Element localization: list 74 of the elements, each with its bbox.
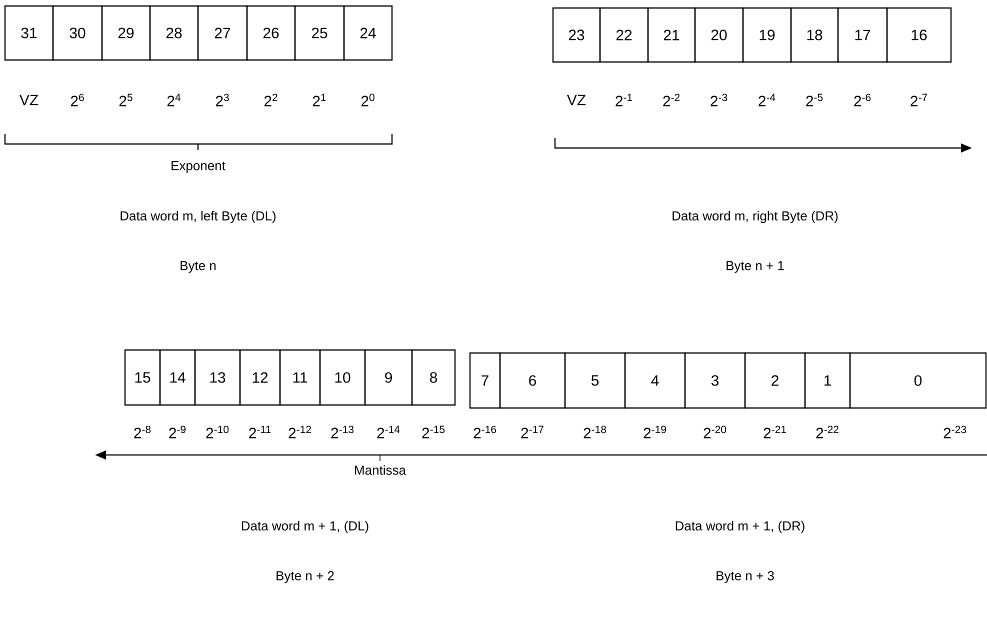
bit-weight: 2$^{5}$ — [119, 94, 132, 106]
bit-cell: 27 — [197, 5, 248, 61]
bit-weight: 2$^{-7}$ — [910, 94, 928, 106]
bit-cell: 28 — [149, 5, 199, 61]
caption: Byte n + 1 — [726, 261, 784, 273]
bit-cell: 19 — [742, 7, 792, 63]
caption: Mantissa — [355, 465, 406, 475]
bit-weight: 2$^{-2}$ — [663, 94, 680, 106]
bit-weight: 2$^{-11}$ — [249, 426, 271, 438]
bit-weight: 2$^{-5}$ — [806, 94, 823, 106]
caption: Data word m, right Byte (DR) — [672, 210, 838, 224]
bit-cell: 2 — [744, 352, 806, 409]
caption: Byte n + 3 — [716, 571, 774, 583]
bit-weight: 2$^{-10}$ — [206, 426, 229, 438]
bit-cell: 22 — [599, 7, 649, 63]
bit-weight: 2$^{-6}$ — [854, 94, 871, 106]
bit-weight: 2$^{-23}$ — [944, 426, 966, 438]
bit-cell: 12 — [239, 349, 281, 406]
bit-weight: 2$^{2}$ — [264, 94, 278, 106]
bit-cell: 23 — [552, 7, 601, 63]
caption: Data word m, left Byte (DL) — [120, 210, 276, 224]
caption: Byte n + 2 — [276, 571, 334, 583]
caption: Exponent — [172, 161, 226, 173]
bit-weight: 2$^{-16}$ — [474, 426, 496, 438]
bit-weight: 2$^{6}$ — [70, 94, 84, 106]
bit-cell: 20 — [694, 7, 744, 63]
bit-cell: 15 — [124, 349, 161, 406]
bit-weight: 2$^{-20}$ — [704, 426, 726, 438]
bit-cell: 1 — [804, 352, 851, 409]
bit-cell: 10 — [319, 349, 366, 406]
bit-cell: 0 — [849, 352, 987, 409]
bit-cell: 26 — [246, 5, 296, 61]
caption: Byte n — [180, 261, 216, 273]
bit-cell: 7 — [469, 352, 501, 409]
bit-cell: 24 — [343, 5, 393, 61]
bit-weight: 2$^{-22}$ — [816, 426, 838, 438]
bit-cell: 5 — [564, 352, 626, 409]
bit-weight: 2$^{4}$ — [167, 94, 181, 106]
bit-weight: 2$^{-21}$ — [764, 426, 786, 438]
bit-weight: 2$^{-17}$ — [521, 426, 544, 438]
bit-weight: 2$^{1}$ — [312, 94, 326, 106]
bit-weight: 2$^{-15}$ — [422, 426, 445, 438]
bit-cell: 3 — [684, 352, 746, 409]
caption: Data word m + 1, (DR) — [676, 520, 804, 534]
bit-weight: 2$^{-1}$ — [616, 94, 632, 106]
bit-cell: 11 — [279, 349, 321, 406]
bit-cell: 16 — [886, 7, 952, 63]
bit-weight: 2$^{-13}$ — [331, 426, 354, 438]
bit-weight: 2$^{-12}$ — [288, 426, 311, 438]
bit-weight: 2$^{-14}$ — [377, 426, 400, 438]
bit-cell: 21 — [647, 7, 696, 63]
bit-weight: 2$^{-4}$ — [758, 94, 776, 106]
bit-weight: 2$^{-19}$ — [644, 426, 666, 438]
bit-cell: 17 — [837, 7, 888, 63]
bit-weight: 2$^{-8}$ — [134, 426, 151, 438]
bit-cell: 4 — [624, 352, 686, 409]
bit-cell: 8 — [411, 349, 456, 406]
bit-weight: VZ — [19, 94, 38, 106]
bit-weight: 2$^{-3}$ — [710, 94, 728, 106]
bit-weight: VZ — [567, 94, 586, 106]
bit-weight: 2$^{-18}$ — [584, 426, 606, 438]
bit-cell: 14 — [159, 349, 196, 406]
bit-cell: 9 — [364, 349, 413, 406]
bit-cell: 29 — [101, 5, 151, 61]
caption: Data word m + 1, (DL) — [242, 520, 368, 534]
bit-weight: 2$^{0}$ — [361, 94, 374, 106]
bit-cell: 6 — [499, 352, 566, 409]
bit-weight: 2$^{-9}$ — [169, 426, 186, 438]
bit-cell: 25 — [294, 5, 345, 61]
bit-cell: 13 — [194, 349, 241, 406]
bit-cell: 18 — [790, 7, 839, 63]
bit-weight: 2$^{3}$ — [216, 94, 229, 106]
bit-cell: 31 — [4, 5, 54, 61]
bit-cell: 30 — [52, 5, 103, 61]
